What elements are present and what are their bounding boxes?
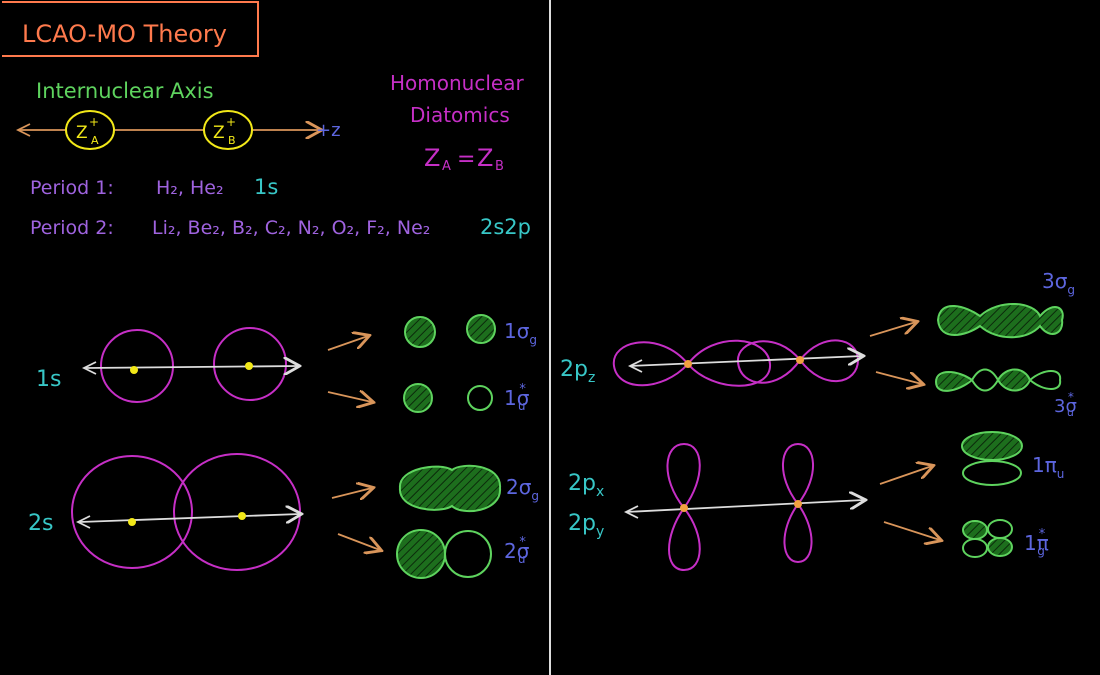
- mo-1sg-lobe: [466, 314, 496, 344]
- eq-left: Z: [424, 144, 440, 172]
- nucleus-dot: [680, 504, 688, 512]
- mo-1pg-lobe: [987, 519, 1013, 539]
- mo-2sg-shape: [398, 464, 502, 513]
- nucleus-dot: [684, 360, 692, 368]
- mo-3su-shape-4: [1028, 370, 1062, 390]
- row-2s: 2s 2σg 2σ*u: [28, 453, 539, 579]
- arrow-to-bonding: [869, 322, 916, 337]
- period2-label: Period 2:: [30, 217, 114, 239]
- mo-1pu-lobe: [961, 431, 1023, 461]
- nucleus-b: [203, 110, 253, 150]
- mo-label-3sg: 3σg: [1042, 269, 1075, 297]
- nucleus-dot: [128, 518, 136, 526]
- mo-label-1pu: 1πu: [1032, 453, 1064, 481]
- title-box: LCAO-MO Theory: [2, 1, 259, 57]
- mo-3su-shape-3: [996, 368, 1032, 392]
- nucleus-a-sub: A: [91, 134, 99, 147]
- mo-1sg-lobe: [404, 316, 436, 348]
- mo-1pg-lobe: [987, 537, 1013, 557]
- nucleus-a-charge: +: [89, 115, 99, 129]
- axis-2s: [79, 514, 300, 522]
- mo-2su-lobe: [444, 530, 492, 578]
- period1-label: Period 1:: [30, 177, 114, 199]
- period1-orbitals: 1s: [254, 175, 278, 199]
- nucleus-dot: [238, 512, 246, 520]
- nucleus-dot: [794, 500, 802, 508]
- ao-2s-a: [71, 455, 193, 569]
- nucleus-a-symbol: Z: [76, 123, 88, 143]
- mo-label-1pg: 1π*g: [1024, 527, 1049, 558]
- mo-3su-shape-2: [970, 368, 1000, 392]
- mo-2su-lobe: [396, 529, 446, 579]
- ao-label-2px: 2px: [568, 471, 604, 500]
- nucleus-dot: [130, 366, 138, 374]
- axis-1s: [85, 366, 298, 368]
- homonuclear-line2: Diatomics: [410, 103, 510, 127]
- arrow-to-antibonding: [327, 392, 372, 402]
- row-1s: 1s 1σg 1σ*u: [36, 314, 537, 413]
- ao-label-2pz: 2pz: [560, 357, 595, 386]
- eq-right: Z: [477, 144, 493, 172]
- mo-1su-lobe: [403, 383, 433, 413]
- row-2pz: 2pz 3σg 3σ*u: [560, 269, 1077, 419]
- ao-1s-a: [100, 329, 174, 403]
- internuclear-axis-label: Internuclear Axis: [36, 79, 214, 103]
- mo-1pg-lobe: [962, 538, 988, 558]
- arrow-to-antibonding: [337, 533, 380, 550]
- eq-right-sub: B: [495, 159, 504, 174]
- nucleus-dot: [245, 362, 253, 370]
- mo-label-1su: 1σ*u: [504, 382, 530, 413]
- z-axis-label: +z: [316, 120, 341, 141]
- eq-equals: =: [457, 147, 475, 172]
- arrow-to-antibonding: [875, 371, 922, 384]
- ao-label-2s: 2s: [28, 511, 53, 536]
- nucleus-b-sub: B: [228, 134, 236, 147]
- arrow-to-bonding: [327, 336, 368, 351]
- ao-label-2py: 2py: [568, 511, 604, 540]
- mo-3su-shape-1: [934, 371, 974, 392]
- page-title: LCAO-MO Theory: [22, 20, 227, 48]
- mo-label-2su: 2σ*u: [504, 535, 530, 566]
- row-2pxy: 2px 2py 1πu 1π*g: [568, 431, 1064, 572]
- nucleus-b-symbol: Z: [213, 123, 225, 143]
- mo-1pg-lobe: [962, 520, 988, 540]
- mo-label-2sg: 2σg: [506, 475, 539, 503]
- axis-2pxy: [625, 500, 864, 513]
- arrow-to-antibonding: [883, 521, 940, 540]
- nucleus-b-charge: +: [226, 115, 236, 129]
- nucleus-a: [65, 110, 115, 150]
- axis-2pz: [629, 356, 862, 367]
- homonuclear-line1: Homonuclear: [390, 71, 524, 95]
- homonuclear-equation: Z A = Z B: [424, 144, 504, 174]
- period2-orbitals: 2s2p: [480, 215, 531, 239]
- ao-label-1s: 1s: [36, 367, 61, 392]
- internuclear-axis-diagram: Z + A Z + B +z: [15, 110, 341, 150]
- mo-1su-lobe: [467, 385, 493, 411]
- period2-molecules: Li₂, Be₂, B₂, C₂, N₂, O₂, F₂, Ne₂: [152, 217, 430, 239]
- nucleus-dot: [796, 356, 804, 364]
- eq-left-sub: A: [442, 159, 451, 174]
- mo-3sg-shape: [936, 302, 1064, 339]
- period1-molecules: H₂, He₂: [156, 177, 224, 199]
- mo-1pu-lobe: [962, 460, 1022, 486]
- mo-label-1sg: 1σg: [504, 319, 537, 347]
- arrow-to-bonding: [331, 488, 372, 498]
- arrow-to-bonding: [879, 466, 932, 485]
- mo-label-3su: 3σ*u: [1054, 390, 1077, 419]
